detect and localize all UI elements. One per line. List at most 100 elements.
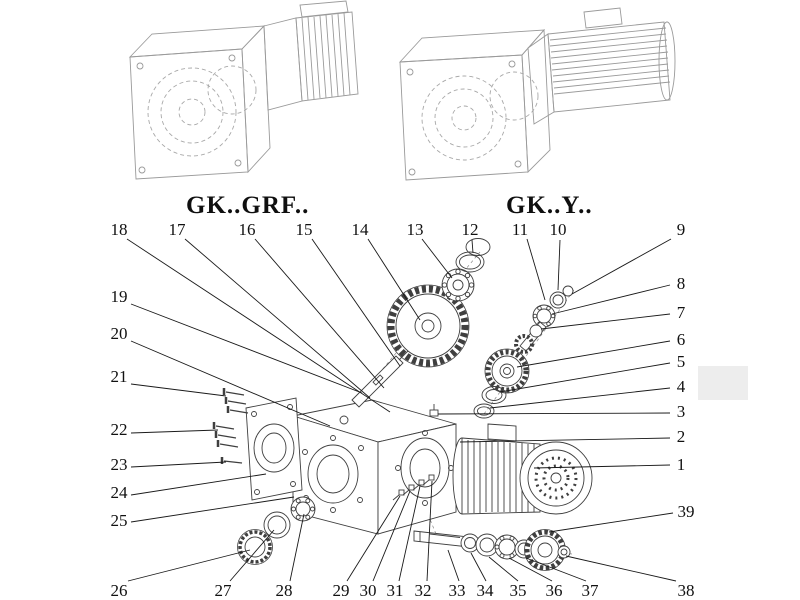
leader-line-24 [130, 473, 267, 496]
callout-number-19: 19 [111, 287, 128, 306]
callout-number-3: 3 [677, 402, 686, 421]
leader-line-14 [367, 238, 421, 321]
callout-number-12: 12 [462, 220, 479, 239]
leader-line-25 [130, 496, 295, 523]
leader-line-39 [548, 512, 674, 533]
callout-number-13: 13 [407, 220, 424, 239]
callout-number-2: 2 [677, 427, 686, 446]
leader-line-35 [488, 556, 519, 582]
gk-grf-assembled-drawing [128, 0, 359, 180]
leader-line-16 [254, 238, 385, 389]
callout-number-31: 31 [387, 581, 404, 600]
leader-line-21 [130, 383, 227, 397]
callout-number-34: 34 [477, 581, 495, 600]
leader-line-3 [437, 412, 671, 415]
leader-line-32 [426, 480, 433, 582]
leader-line-28 [289, 513, 305, 582]
input-gear-drawing [386, 284, 470, 368]
leader-line-13 [421, 238, 453, 279]
callout-number-1: 1 [677, 455, 686, 474]
gk-y-assembled-drawing [398, 7, 676, 181]
flange-plate-drawing [245, 397, 303, 501]
output-shaft-assembly-drawing [413, 529, 571, 571]
leader-line-1 [533, 464, 671, 469]
leader-line-5 [499, 362, 671, 393]
callout-number-14: 14 [352, 220, 370, 239]
callout-number-24: 24 [111, 483, 129, 502]
callout-number-26: 26 [111, 581, 128, 600]
callout-number-6: 6 [677, 330, 686, 349]
motor-flange-fasteners-drawing [392, 474, 435, 501]
leader-line-27 [229, 529, 275, 582]
motor-drawing [452, 423, 593, 515]
callout-number-10: 10 [550, 220, 567, 239]
callout-number-35: 35 [510, 581, 527, 600]
leader-line-20 [130, 340, 331, 427]
leader-line-38 [565, 555, 677, 582]
leader-line-15 [311, 238, 401, 367]
callout-number-4: 4 [677, 377, 686, 396]
callout-number-8: 8 [677, 274, 686, 293]
callout-number-22: 22 [111, 420, 128, 439]
leader-line-2 [459, 437, 671, 443]
leader-line-17 [184, 238, 371, 399]
callout-number-25: 25 [111, 511, 128, 530]
leader-line-9 [571, 238, 672, 295]
spacer-rings-drawing [473, 386, 507, 419]
callout-number-38: 38 [678, 581, 695, 600]
input-shaft-drawing [351, 344, 415, 408]
callout-number-28: 28 [276, 581, 293, 600]
leader-line-33 [447, 549, 460, 582]
callout-number-30: 30 [360, 581, 377, 600]
upper-bearing-drawing [441, 268, 475, 302]
leader-line-7 [540, 313, 671, 330]
callout-number-33: 33 [449, 581, 466, 600]
retaining-rings-drawing [455, 238, 491, 273]
callout-number-37: 37 [582, 581, 600, 600]
leader-line-30 [372, 490, 411, 582]
leader-line-12 [471, 239, 474, 254]
leader-line-34 [470, 552, 487, 582]
callout-number-23: 23 [111, 455, 128, 474]
callout-number-9: 9 [677, 220, 686, 239]
leader-line-26 [127, 549, 251, 582]
leader-line-19 [130, 303, 363, 394]
breather-plug-drawing [429, 404, 439, 417]
pinion-assembly-drawing [514, 285, 574, 354]
callout-number-16: 16 [239, 220, 256, 239]
leader-line-22 [130, 429, 219, 434]
intermediate-gear-drawing [484, 348, 530, 394]
leader-line-36 [508, 557, 553, 582]
leader-line-18 [126, 238, 391, 413]
callout-number-17: 17 [169, 220, 187, 239]
callout-number-21: 21 [111, 367, 128, 386]
watermark-artifact [698, 366, 748, 400]
callout-number-20: 20 [111, 324, 128, 343]
callout-number-32: 32 [415, 581, 432, 600]
gear-housing-drawing [292, 399, 457, 535]
callout-number-5: 5 [677, 352, 686, 371]
bolt-set-drawing [212, 388, 249, 464]
leader-line-11 [526, 238, 546, 301]
leader-line-8 [551, 284, 671, 315]
lower-left-bearing-set-drawing [237, 496, 316, 565]
callout-number-36: 36 [546, 581, 563, 600]
callout-number-11: 11 [512, 220, 528, 239]
leader-line-37 [525, 557, 587, 582]
leader-line-6 [516, 340, 671, 368]
variant-label-gk-y: GK..Y.. [506, 192, 593, 219]
callout-number-7: 7 [677, 303, 686, 322]
exploded-view [212, 238, 593, 571]
callout-number-18: 18 [111, 220, 128, 239]
leader-line-23 [130, 461, 227, 468]
callout-number-27: 27 [215, 581, 233, 600]
leader-line-29 [346, 495, 401, 582]
leader-line-31 [398, 485, 421, 582]
callout-number-15: 15 [296, 220, 313, 239]
leader-line-10 [557, 239, 561, 291]
variant-label-gk-grf: GK..GRF.. [186, 192, 309, 219]
callout-number-39: 39 [678, 502, 695, 521]
